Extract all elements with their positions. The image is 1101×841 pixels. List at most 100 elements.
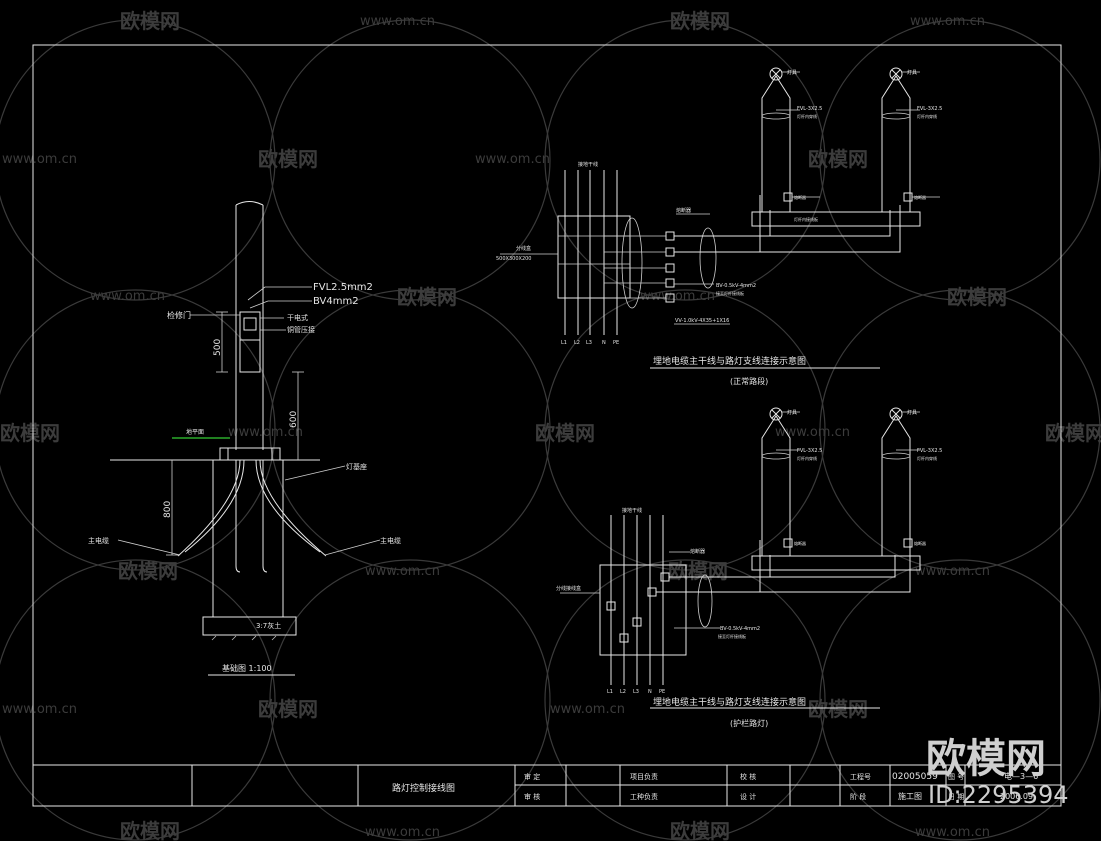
bottom-bus-pe: PE (659, 689, 665, 695)
top-fvl-b: FVL-3X2.5 (917, 106, 942, 112)
wm-brand: 欧模网 (808, 697, 868, 721)
watermark-text: 欧模网 www.om.cn 欧模网 www.om.cn www.om.cn 欧模… (0, 9, 1101, 841)
wm-brand: 欧模网 (118, 559, 178, 583)
dim-500: 500 (213, 339, 223, 356)
tb-date: 2006.09 (1000, 792, 1033, 801)
top-bus-l3: L3 (586, 340, 592, 346)
title-block (32, 764, 1062, 807)
top-bus-l2: L2 (574, 340, 580, 346)
top-base-label: 灯杆内接线板 (794, 216, 818, 222)
label-main-cable-left: 主电缆 (88, 536, 109, 545)
wm-brand: 欧模网 (0, 421, 60, 445)
wm-site: www.om.cn (228, 425, 303, 440)
bottom-bus-top-label: 接地干线 (622, 507, 642, 514)
tb-date-label: 日 期 (948, 793, 964, 801)
wm-site: www.om.cn (2, 702, 77, 717)
top-box-size: 500X300X200 (496, 256, 531, 262)
label-soil: 3:7灰土 (256, 621, 281, 630)
wm-brand: 欧模网 (1045, 421, 1101, 445)
bottom-lamp-label-a: 灯具 (787, 409, 797, 416)
bottom-node-label-a: 熔断器 (794, 540, 806, 546)
top-fvl-a: FVL-3X2.5 (797, 106, 822, 112)
tb-review: 审 定 (524, 772, 540, 781)
wm-brand: 欧模网 (258, 697, 318, 721)
top-fuse-label: 熔断器 (676, 207, 691, 214)
wm-brand: 欧模网 (535, 421, 595, 445)
tb-project-no: 02005059 (892, 772, 938, 782)
dim-600: 600 (289, 411, 299, 428)
tb-check: 审 核 (524, 792, 540, 801)
label-fvl: FVL2.5mm2 (313, 282, 373, 293)
label-lamp-base: 灯基座 (346, 462, 367, 471)
wm-id: ID:2295394 (928, 781, 1069, 809)
bottom-bus-n: N (648, 689, 652, 695)
tb-sheet-label: 图 号 (948, 773, 964, 781)
wm-brand: 欧模网 (668, 559, 728, 583)
bottom-fvl-b: FVL-3X2.5 (917, 448, 942, 454)
top-box-title: 分线盒 (516, 245, 531, 252)
wm-brand: 欧模网 (670, 819, 730, 841)
wiring-top-labels: 灯具 灯具 FVL-3X2.5 灯杆内穿线 FVL-3X2.5 灯杆内穿线 熔断… (496, 69, 942, 386)
top-fvl-sub-b: 灯杆内穿线 (917, 113, 937, 119)
wm-brand: 欧模网 (947, 285, 1007, 309)
wiring-bottom-labels: 灯具 灯具 FVL-3X2.5 灯杆内穿线 FVL-3X2.5 灯杆内穿线 熔断… (556, 409, 942, 728)
wm-brand: 欧模网 (808, 147, 868, 171)
foundation-detail (110, 201, 381, 676)
tb-project-lead: 项目负责 (630, 772, 658, 781)
bottom-bus-l1: L1 (607, 689, 613, 695)
label-copper: 铜管压接 (287, 325, 315, 334)
bottom-fuse-label: 熔断器 (690, 548, 705, 555)
wm-site: www.om.cn (910, 14, 985, 29)
wm-site: www.om.cn (2, 152, 77, 167)
top-cable-sub: 接至灯杆接线板 (716, 290, 744, 296)
top-bus-pe: PE (613, 340, 619, 346)
wiring-diagram-bottom (560, 407, 921, 709)
watermark-rings (0, 19, 1101, 841)
label-main-cable-right: 主电缆 (380, 536, 401, 545)
tb-sheet-no: 电—3—6 (1004, 771, 1038, 781)
bottom-fvl-sub-b: 灯杆内穿线 (917, 455, 937, 461)
top-fvl-sub-a: 灯杆内穿线 (797, 113, 817, 119)
bottom-fvl-sub-a: 灯杆内穿线 (797, 455, 817, 461)
bottom-cable-sub: 接至灯杆接线板 (718, 633, 746, 639)
top-node-label-a: 熔断器 (794, 194, 806, 200)
wm-site: www.om.cn (915, 564, 990, 579)
drawing-name: 路灯控制接线图 (392, 782, 455, 794)
dim-800: 800 (163, 501, 173, 518)
wm-brand: 欧模网 (397, 285, 457, 309)
brand-watermark: 欧模网 ID:2295394 (926, 736, 1069, 809)
tb-proofread: 校 核 (740, 772, 756, 781)
top-diagram-title: 埋地电缆主干线与路灯支线连接示意图 (653, 355, 806, 367)
wm-site: www.om.cn (360, 14, 435, 29)
top-main-cable: VV-1.0kV-4X35+1X16 (675, 318, 729, 324)
top-diagram-subtitle: (正常路段) (730, 376, 768, 386)
tb-discipline-lead: 工种负责 (630, 792, 658, 801)
tb-stage-label: 阶 段 (850, 792, 866, 801)
tb-project-no-label: 工程号 (850, 772, 871, 781)
bottom-diagram-subtitle: (护栏路灯) (730, 718, 768, 728)
wm-site: www.om.cn (365, 825, 440, 840)
wm-site: www.om.cn (775, 425, 850, 440)
wm-site: www.om.cn (475, 152, 550, 167)
wm-site: www.om.cn (640, 289, 715, 304)
tb-design: 设 计 (740, 792, 756, 801)
wm-site: www.om.cn (915, 825, 990, 840)
label-dry-type: 干电式 (287, 313, 308, 322)
tb-stage: 施工图 (898, 791, 922, 801)
top-lamp-label-b: 灯具 (907, 69, 917, 76)
label-inspection-door: 检修门 (167, 310, 191, 320)
top-bus-n: N (602, 340, 606, 346)
label-ground: 地平面 (186, 428, 204, 436)
bottom-diagram-title: 埋地电缆主干线与路灯支线连接示意图 (653, 696, 806, 708)
wm-site: www.om.cn (90, 289, 165, 304)
foundation-caption: 基础图 1:100 (222, 663, 272, 673)
title-block-text: 路灯控制接线图 审 定 审 核 项目负责 工种负责 校 核 设 计 工程号 02… (392, 771, 1038, 801)
wm-site: www.om.cn (550, 702, 625, 717)
wiring-diagram-top (500, 67, 940, 369)
wm-site: www.om.cn (365, 564, 440, 579)
top-bus-l1: L1 (561, 340, 567, 346)
bottom-cable-label: BV-0.5kV-4mm2 (720, 626, 760, 632)
wm-brand: 欧模网 (120, 9, 180, 33)
wm-brand: 欧模网 (258, 147, 318, 171)
